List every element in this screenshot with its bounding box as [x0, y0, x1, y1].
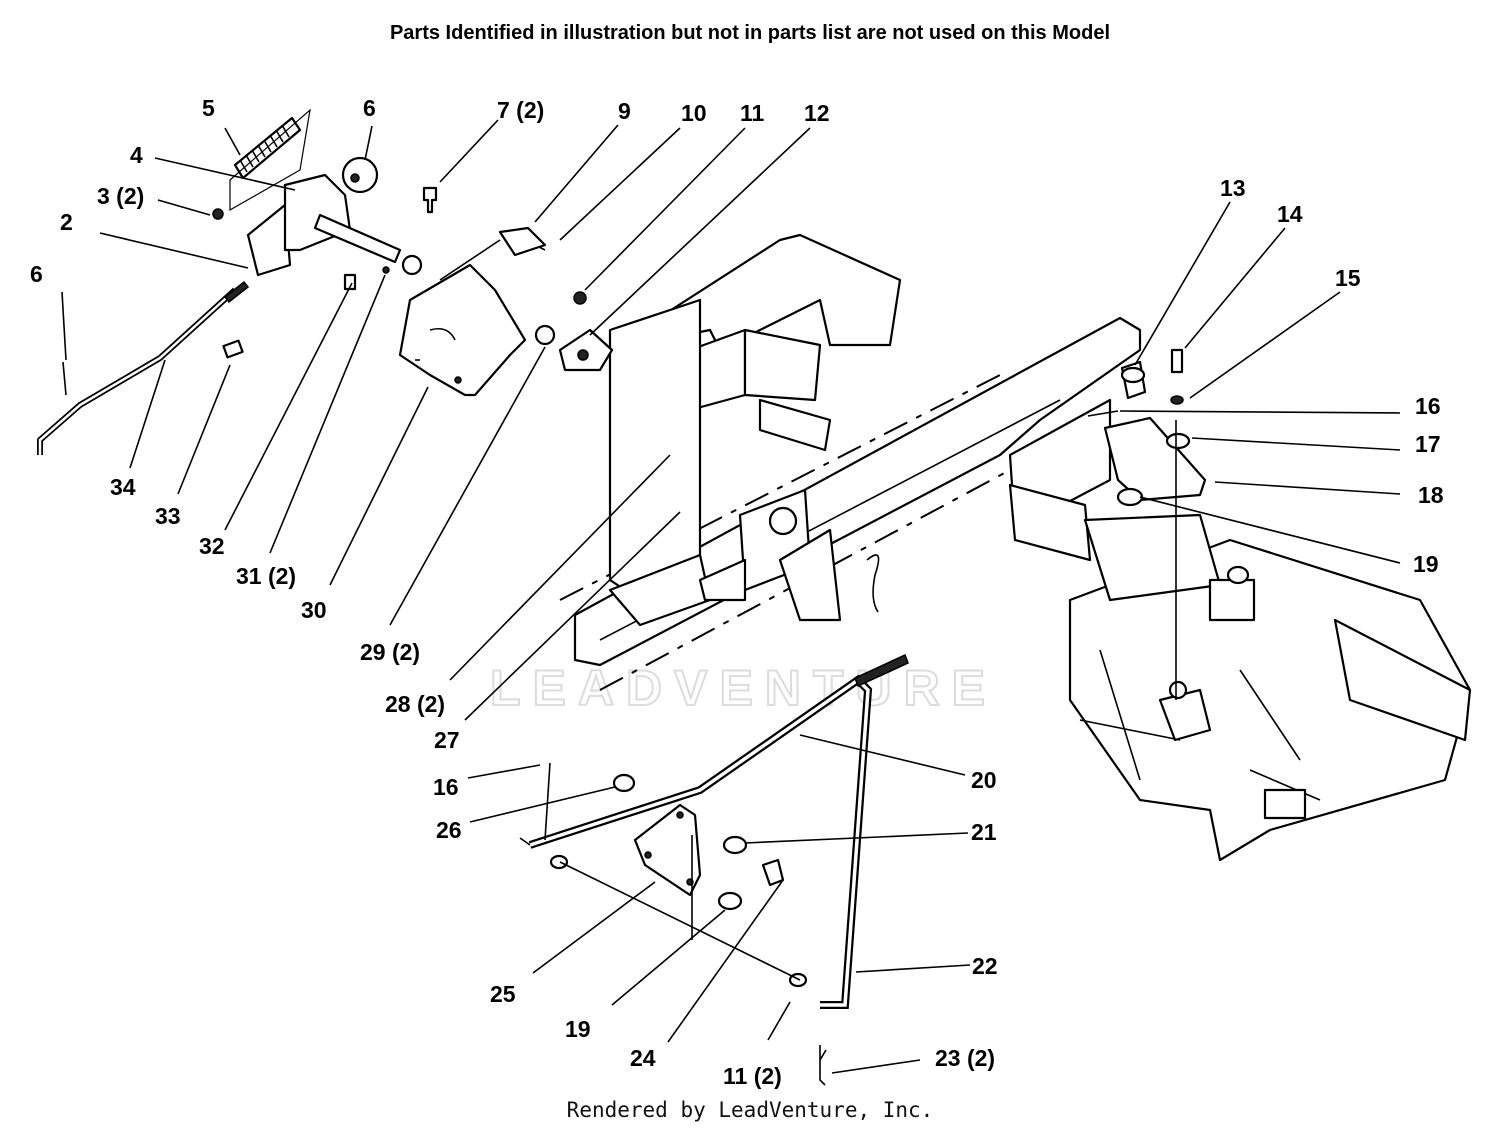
- callout-24: 24: [630, 1045, 656, 1071]
- callout-27: 27: [434, 727, 460, 753]
- linkage-rods: [519, 653, 909, 1009]
- speed-control-rod: [37, 280, 250, 455]
- callout-6-left: 6: [30, 261, 43, 287]
- callout-13: 13: [1220, 175, 1246, 201]
- callout-14: 14: [1277, 201, 1303, 227]
- callout-30: 30: [301, 597, 327, 623]
- leader-lines: [61, 119, 1401, 1074]
- pedal-bracket: [398, 226, 547, 397]
- watermark-text: LEADVENTURE: [490, 660, 997, 716]
- callout-11: 11: [740, 100, 765, 126]
- callout-28: 28 (2): [385, 691, 445, 717]
- lower-mount-plate: [544, 554, 880, 1086]
- callout-7: 7 (2): [497, 97, 544, 123]
- callout-4: 4: [130, 142, 143, 168]
- callout-18: 18: [1418, 482, 1444, 508]
- callout-3: 3 (2): [97, 183, 144, 209]
- callout-6-top: 6: [363, 95, 376, 121]
- callout-11-bottom: 11 (2): [723, 1063, 782, 1089]
- pivot-bracket: [212, 156, 402, 277]
- spring: [229, 108, 311, 212]
- callout-12: 12: [804, 100, 830, 126]
- small-hardware: [222, 186, 614, 372]
- callout-5: 5: [202, 95, 215, 121]
- callout-15: 15: [1335, 265, 1361, 291]
- callout-33: 33: [155, 503, 181, 529]
- diagram-note: Parts Identified in illustration but not…: [389, 22, 1111, 44]
- callout-20: 20: [971, 767, 997, 793]
- callout-25: 25: [490, 981, 516, 1007]
- callout-34: 34: [110, 474, 136, 500]
- callout-29: 29 (2): [360, 639, 420, 665]
- pedal-mount-plate: [608, 298, 842, 627]
- callout-17: 17: [1415, 431, 1441, 457]
- callout-16-bottom: 16: [433, 774, 459, 800]
- callout-31: 31 (2): [236, 563, 296, 589]
- callout-10: 10: [681, 100, 707, 126]
- callout-19-bottom: 19: [565, 1016, 591, 1042]
- callout-16-right: 16: [1415, 393, 1441, 419]
- callout-32: 32: [199, 533, 225, 559]
- callout-2: 2: [60, 209, 73, 235]
- footer-credit: Rendered by LeadVenture, Inc.: [566, 1098, 934, 1122]
- callout-26: 26: [436, 817, 462, 843]
- callout-21: 21: [971, 819, 997, 845]
- control-arm: [1087, 348, 1207, 700]
- callout-23: 23 (2): [935, 1045, 995, 1071]
- callout-9: 9: [618, 98, 631, 124]
- callout-19-right: 19: [1413, 551, 1439, 577]
- callout-22: 22: [972, 953, 998, 979]
- callout-labels: 5 4 3 (2) 2 6 6 7 (2) 9 10 11 12 13 14 1…: [30, 95, 1444, 1089]
- transaxle: [1008, 483, 1472, 862]
